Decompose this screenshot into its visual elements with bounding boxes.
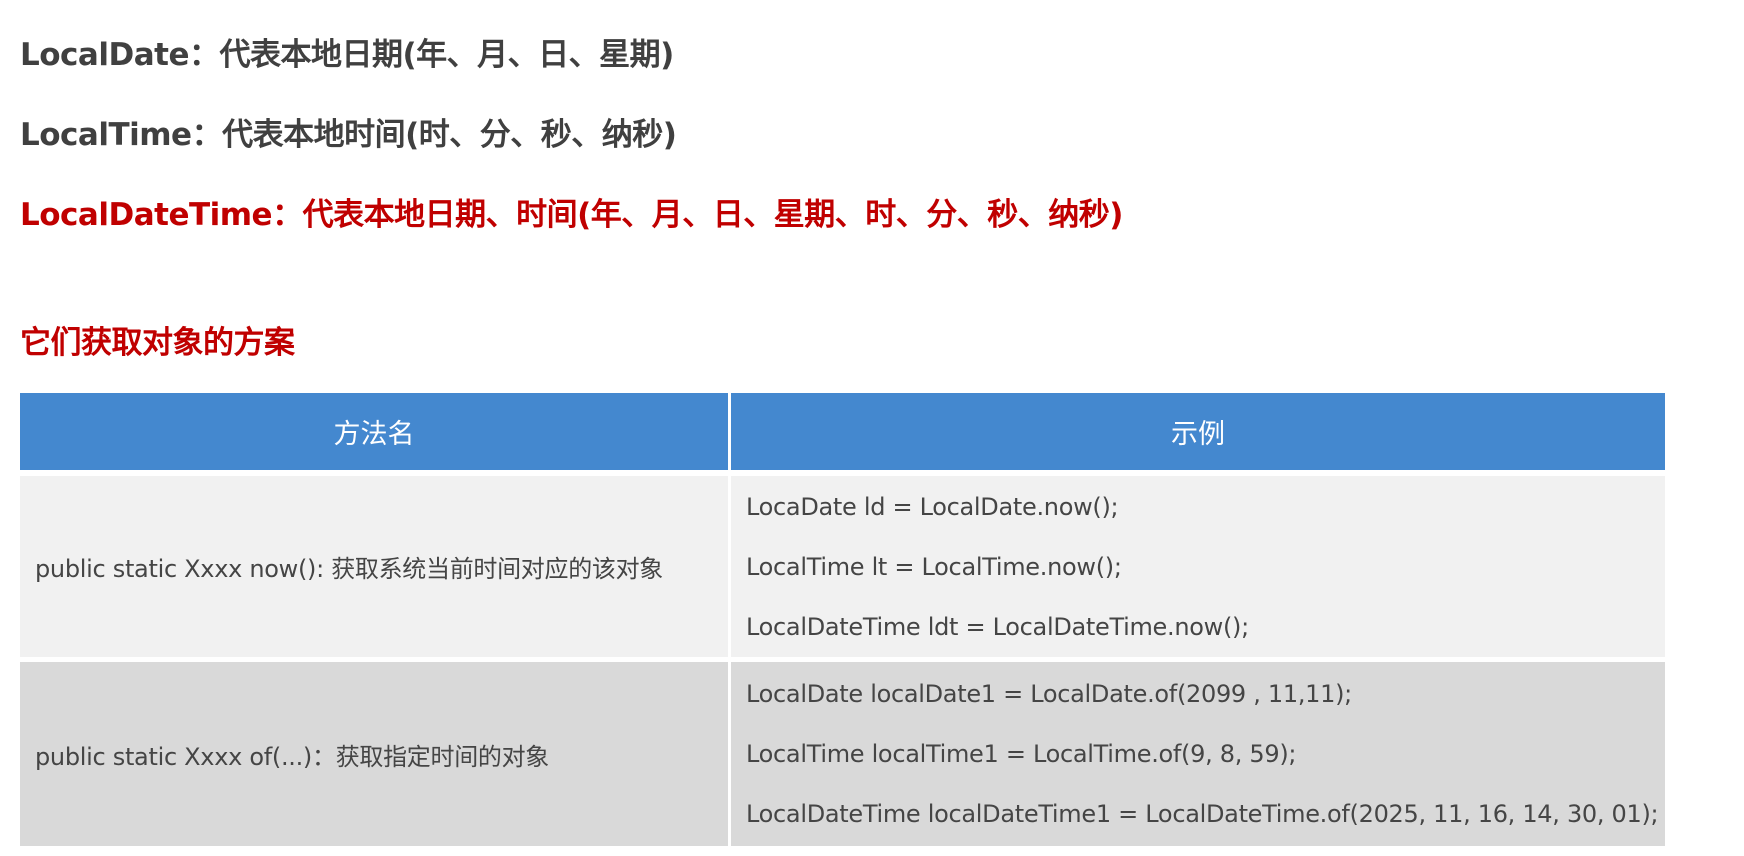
column-header-method-name: 方法名: [20, 393, 728, 470]
table-row: public static Xxxx now(): 获取系统当前时间对应的该对象…: [20, 476, 1665, 657]
methods-table: 方法名 示例 public static Xxxx now(): 获取系统当前时…: [20, 393, 1665, 846]
method-cell: public static Xxxx of(...)：获取指定时间的对象: [20, 662, 728, 846]
method-text: public static Xxxx now(): 获取系统当前时间对应的该对象: [35, 555, 664, 583]
example-line: LocaDate ld = LocalDate.now();: [746, 492, 1119, 521]
section-title: 它们获取对象的方案: [20, 325, 295, 361]
table-header-row: 方法名 示例: [20, 393, 1665, 470]
example-cell: LocalDate localDate1 = LocalDate.of(2099…: [731, 662, 1665, 846]
method-text: public static Xxxx of(...)：获取指定时间的对象: [35, 742, 549, 771]
heading-local-time: LocalTime：代表本地时间(时、分、秒、纳秒): [20, 117, 677, 153]
example-line: LocalTime lt = LocalTime.now();: [746, 552, 1122, 581]
example-line: LocalDateTime localDateTime1 = LocalDate…: [746, 800, 1659, 828]
table-row: public static Xxxx of(...)：获取指定时间的对象 Loc…: [20, 662, 1665, 846]
example-line: LocalDate localDate1 = LocalDate.of(2099…: [746, 680, 1352, 708]
heading-local-date: LocalDate：代表本地日期(年、月、日、星期): [20, 37, 674, 73]
heading-local-date-time: LocalDateTime：代表本地日期、时间(年、月、日、星期、时、分、秒、纳…: [20, 197, 1123, 233]
example-cell: LocaDate ld = LocalDate.now(); LocalTime…: [731, 476, 1665, 657]
example-line: LocalTime localTime1 = LocalTime.of(9, 8…: [746, 740, 1297, 768]
example-line: LocalDateTime ldt = LocalDateTime.now();: [746, 612, 1249, 641]
column-header-example: 示例: [731, 393, 1665, 470]
method-cell: public static Xxxx now(): 获取系统当前时间对应的该对象: [20, 476, 728, 657]
